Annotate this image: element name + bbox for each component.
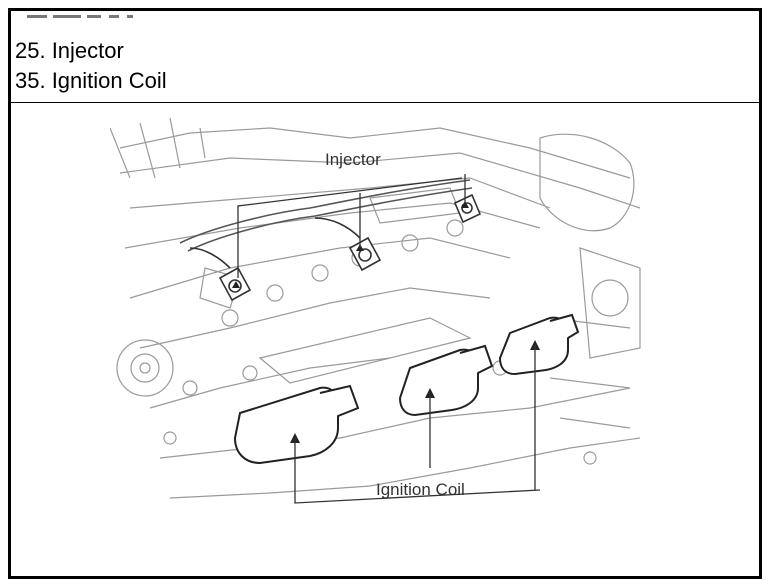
legend-header: 25. Injector 35. Ignition Coil [11,11,759,103]
legend-item-ignition-coil: 35. Ignition Coil [15,68,167,93]
callout-injector: Injector [325,150,381,169]
legend-item-injector: 25. Injector [15,38,124,63]
cropped-title-fragment [27,15,133,18]
engine-illustration [110,118,641,504]
callout-ignition-coil: Ignition Coil [376,480,465,499]
